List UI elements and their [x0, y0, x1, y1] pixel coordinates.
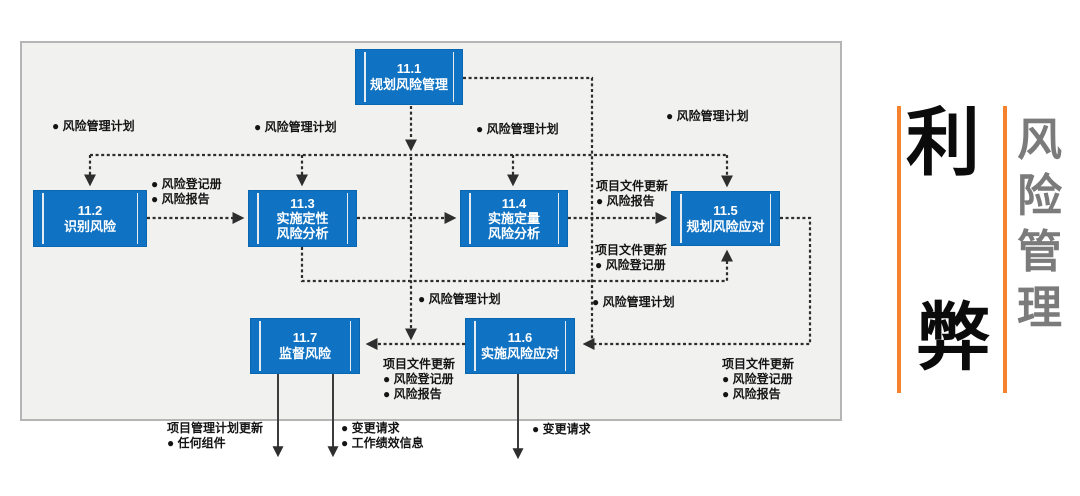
big-char-pros: 利: [906, 101, 980, 184]
label-risk-mgmt-plan-6: ● 风险管理计划: [592, 295, 675, 309]
process-number: 11.2: [77, 202, 103, 218]
process-number: 11.5: [713, 202, 738, 218]
process-box-11-6[interactable]: 11.6 实施风险应对: [465, 318, 575, 374]
process-name: 监督风险: [278, 346, 331, 361]
process-number: 11.3: [290, 196, 315, 211]
label-risk-mgmt-plan-2: ● 风险管理计划: [254, 120, 337, 134]
accent-bar-left: [897, 106, 901, 393]
process-number: 11.7: [292, 330, 318, 345]
process-number: 11.1: [396, 61, 422, 76]
label-11-6-output-change-requests: ● 变更请求: [532, 422, 591, 436]
process-name: 识别风险: [63, 218, 116, 234]
process-name: 实施风险应对: [480, 346, 559, 361]
process-number: 11.6: [507, 330, 533, 345]
process-name: 实施定性: [276, 211, 329, 226]
label-project-docs-update-mid: 项目文件更新● 风险登记册● 风险报告: [383, 357, 456, 401]
vertical-title-risk-management: 风 险 管 理: [1017, 117, 1062, 330]
vertical-title-char: 险: [1017, 170, 1063, 221]
label-project-docs-update-report: 项目文件更新● 风险报告: [596, 179, 669, 208]
process-box-11-7[interactable]: 11.7 监督风险: [250, 318, 360, 374]
label-risk-mgmt-plan-4: ● 风险管理计划: [666, 109, 749, 123]
label-project-docs-update-register: 项目文件更新● 风险登记册: [595, 243, 668, 272]
process-name: 风险分析: [487, 226, 540, 241]
big-char-cons: 弊: [916, 296, 990, 379]
process-name: 规划风险应对: [686, 218, 765, 234]
process-number: 11.4: [501, 196, 527, 211]
accent-bar-right: [1003, 106, 1007, 393]
process-box-11-2[interactable]: 11.2 识别风险: [33, 190, 147, 247]
label-11-2-outputs: ● 风险登记册● 风险报告: [151, 177, 222, 206]
vertical-title-char: 管: [1017, 226, 1063, 277]
process-box-11-1[interactable]: 11.1 规划风险管理: [355, 49, 463, 105]
process-name: 风险分析: [276, 226, 329, 241]
process-box-11-5[interactable]: 11.5 规划风险应对: [671, 191, 780, 246]
label-11-7-output-change-requests: ● 变更请求● 工作绩效信息: [341, 421, 424, 450]
vertical-title-char: 风: [1017, 114, 1063, 165]
label-risk-mgmt-plan-3: ● 风险管理计划: [476, 122, 559, 136]
label-project-docs-update-right: 项目文件更新● 风险登记册● 风险报告: [722, 357, 795, 401]
process-name: 实施定量: [487, 211, 540, 226]
label-risk-mgmt-plan-1: ● 风险管理计划: [52, 119, 135, 133]
label-risk-mgmt-plan-5: ● 风险管理计划: [418, 292, 501, 306]
process-box-11-3[interactable]: 11.3 实施定性 风险分析: [248, 190, 357, 247]
process-box-11-4[interactable]: 11.4 实施定量 风险分析: [460, 190, 568, 247]
vertical-title-char: 理: [1017, 282, 1063, 333]
process-name: 规划风险管理: [369, 77, 448, 92]
label-11-7-output-plan-update: 项目管理计划更新● 任何组件: [167, 421, 264, 450]
